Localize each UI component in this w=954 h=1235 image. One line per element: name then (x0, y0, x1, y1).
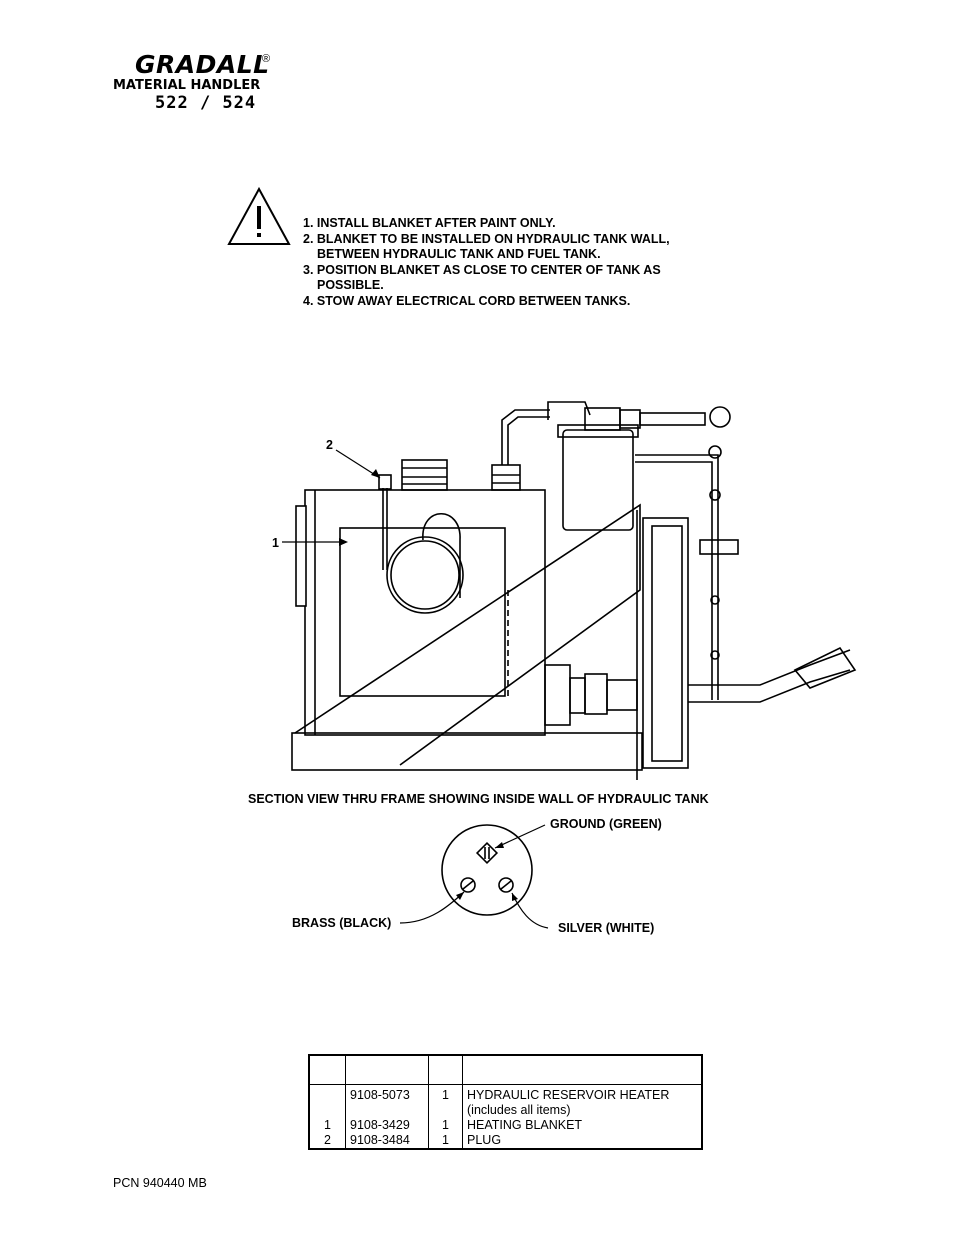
silver-terminal-label: SILVER (WHITE) (558, 921, 655, 935)
note-line: 4. STOW AWAY ELECTRICAL CORD BETWEEN TAN… (303, 293, 631, 308)
header-cell (428, 1055, 463, 1085)
plug-face-diagram (399, 824, 549, 929)
item-cell: 2 (308, 1133, 346, 1149)
description-text: HYDRAULIC RESERVOIR HEATER (467, 1088, 670, 1102)
note-line: 1. INSTALL BLANKET AFTER PAINT ONLY. (303, 216, 556, 230)
item-cell: 1 (308, 1118, 346, 1133)
hydraulic-tank-section-drawing (282, 401, 857, 780)
brand-logo: GRADALL (135, 50, 270, 79)
table-row: 2 9108-3484 1 PLUG (308, 1133, 703, 1149)
description-cell: PLUG (462, 1133, 703, 1149)
table-row: 1 9108-3429 1 HEATING BLANKET (308, 1118, 703, 1133)
callout-1: 1 (272, 536, 279, 550)
model-number: 522 / 524 (155, 93, 257, 113)
section-view-caption: SECTION VIEW THRU FRAME SHOWING INSIDE W… (248, 792, 709, 806)
callout-2: 2 (326, 438, 333, 452)
table-header-row (308, 1055, 703, 1085)
note-line: POSSIBLE. (317, 278, 384, 292)
description-cell: HEATING BLANKET (462, 1118, 703, 1133)
table-row: 9108-5073 1 HYDRAULIC RESERVOIR HEATER (… (308, 1084, 703, 1118)
note-line: 3. POSITION BLANKET AS CLOSE TO CENTER O… (303, 262, 661, 277)
qty-cell: 1 (428, 1084, 463, 1118)
note-line: BETWEEN HYDRAULIC TANK AND FUEL TANK. (317, 247, 601, 261)
brass-terminal-label: BRASS (BLACK) (292, 916, 392, 930)
header-cell (308, 1055, 346, 1085)
part-number-cell: 9108-5073 (345, 1084, 429, 1118)
qty-cell: 1 (428, 1133, 463, 1149)
item-cell (308, 1084, 346, 1118)
warning-triangle-icon (227, 186, 291, 245)
part-number-cell: 9108-3484 (345, 1133, 429, 1149)
registered-mark: ® (262, 53, 271, 65)
header-cell (462, 1055, 703, 1085)
description-cell: HYDRAULIC RESERVOIR HEATER (includes all… (462, 1084, 703, 1118)
qty-cell: 1 (428, 1118, 463, 1133)
parts-table: 9108-5073 1 HYDRAULIC RESERVOIR HEATER (… (308, 1054, 703, 1150)
header-cell (345, 1055, 429, 1085)
part-number-cell: 9108-3429 (345, 1118, 429, 1133)
note-line: 2. BLANKET TO BE INSTALLED ON HYDRAULIC … (303, 231, 670, 246)
ground-terminal-label: GROUND (GREEN) (550, 817, 662, 831)
product-subtitle: MATERIAL HANDLER (113, 78, 261, 93)
installation-notes: 1. INSTALL BLANKET AFTER PAINT ONLY. 2. … (303, 216, 670, 309)
description-note: (includes all items) (467, 1103, 571, 1117)
pcn-footer: PCN 940440 MB (113, 1176, 207, 1190)
